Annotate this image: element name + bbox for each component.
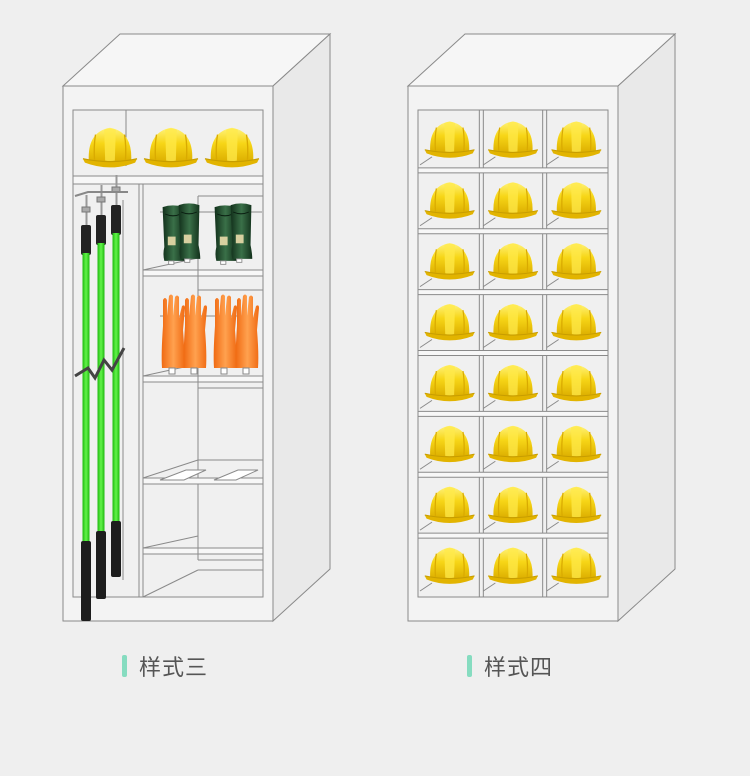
caption-accent-bar	[467, 655, 472, 677]
shelf	[417, 167, 609, 174]
caption-style-three: 样式三	[122, 651, 208, 681]
rod-handle	[96, 531, 106, 599]
tray-slot	[159, 469, 207, 481]
cabinet-side	[272, 32, 331, 623]
rod-hook	[81, 206, 91, 213]
shelf	[417, 410, 609, 417]
shelf	[417, 532, 609, 539]
rod-cap	[81, 225, 91, 255]
caption-label: 样式三	[139, 656, 209, 681]
top-shelf	[72, 175, 264, 185]
cabinet-style-four	[406, 32, 677, 623]
shelf	[417, 471, 609, 478]
rod-shaft	[112, 233, 120, 523]
rod-bracket	[74, 191, 128, 197]
rod-cap	[111, 205, 121, 235]
shelf	[142, 375, 264, 383]
rod-tray	[142, 477, 264, 485]
cabinet-style-three	[61, 32, 332, 623]
rod-cap	[96, 215, 106, 245]
rod	[96, 185, 106, 599]
rod-handle	[111, 521, 121, 577]
caption-label: 样式四	[484, 656, 554, 681]
shelf	[142, 547, 264, 555]
caption-style-four: 样式四	[467, 651, 553, 681]
rod	[81, 195, 91, 621]
caption-accent-bar	[122, 655, 127, 677]
rod-handle	[81, 541, 91, 621]
shelf	[417, 289, 609, 296]
boot-icon	[230, 202, 253, 263]
rod	[111, 175, 121, 577]
rod-shaft	[82, 253, 90, 543]
rod-holder	[74, 347, 126, 381]
boot-icon	[178, 202, 201, 263]
rod-hook	[96, 196, 106, 203]
rod-shaft	[97, 243, 105, 533]
shelf	[417, 228, 609, 235]
shelf	[142, 269, 264, 277]
cabinet-side	[617, 32, 676, 623]
shelf	[417, 350, 609, 356]
tray-slot	[213, 469, 259, 481]
